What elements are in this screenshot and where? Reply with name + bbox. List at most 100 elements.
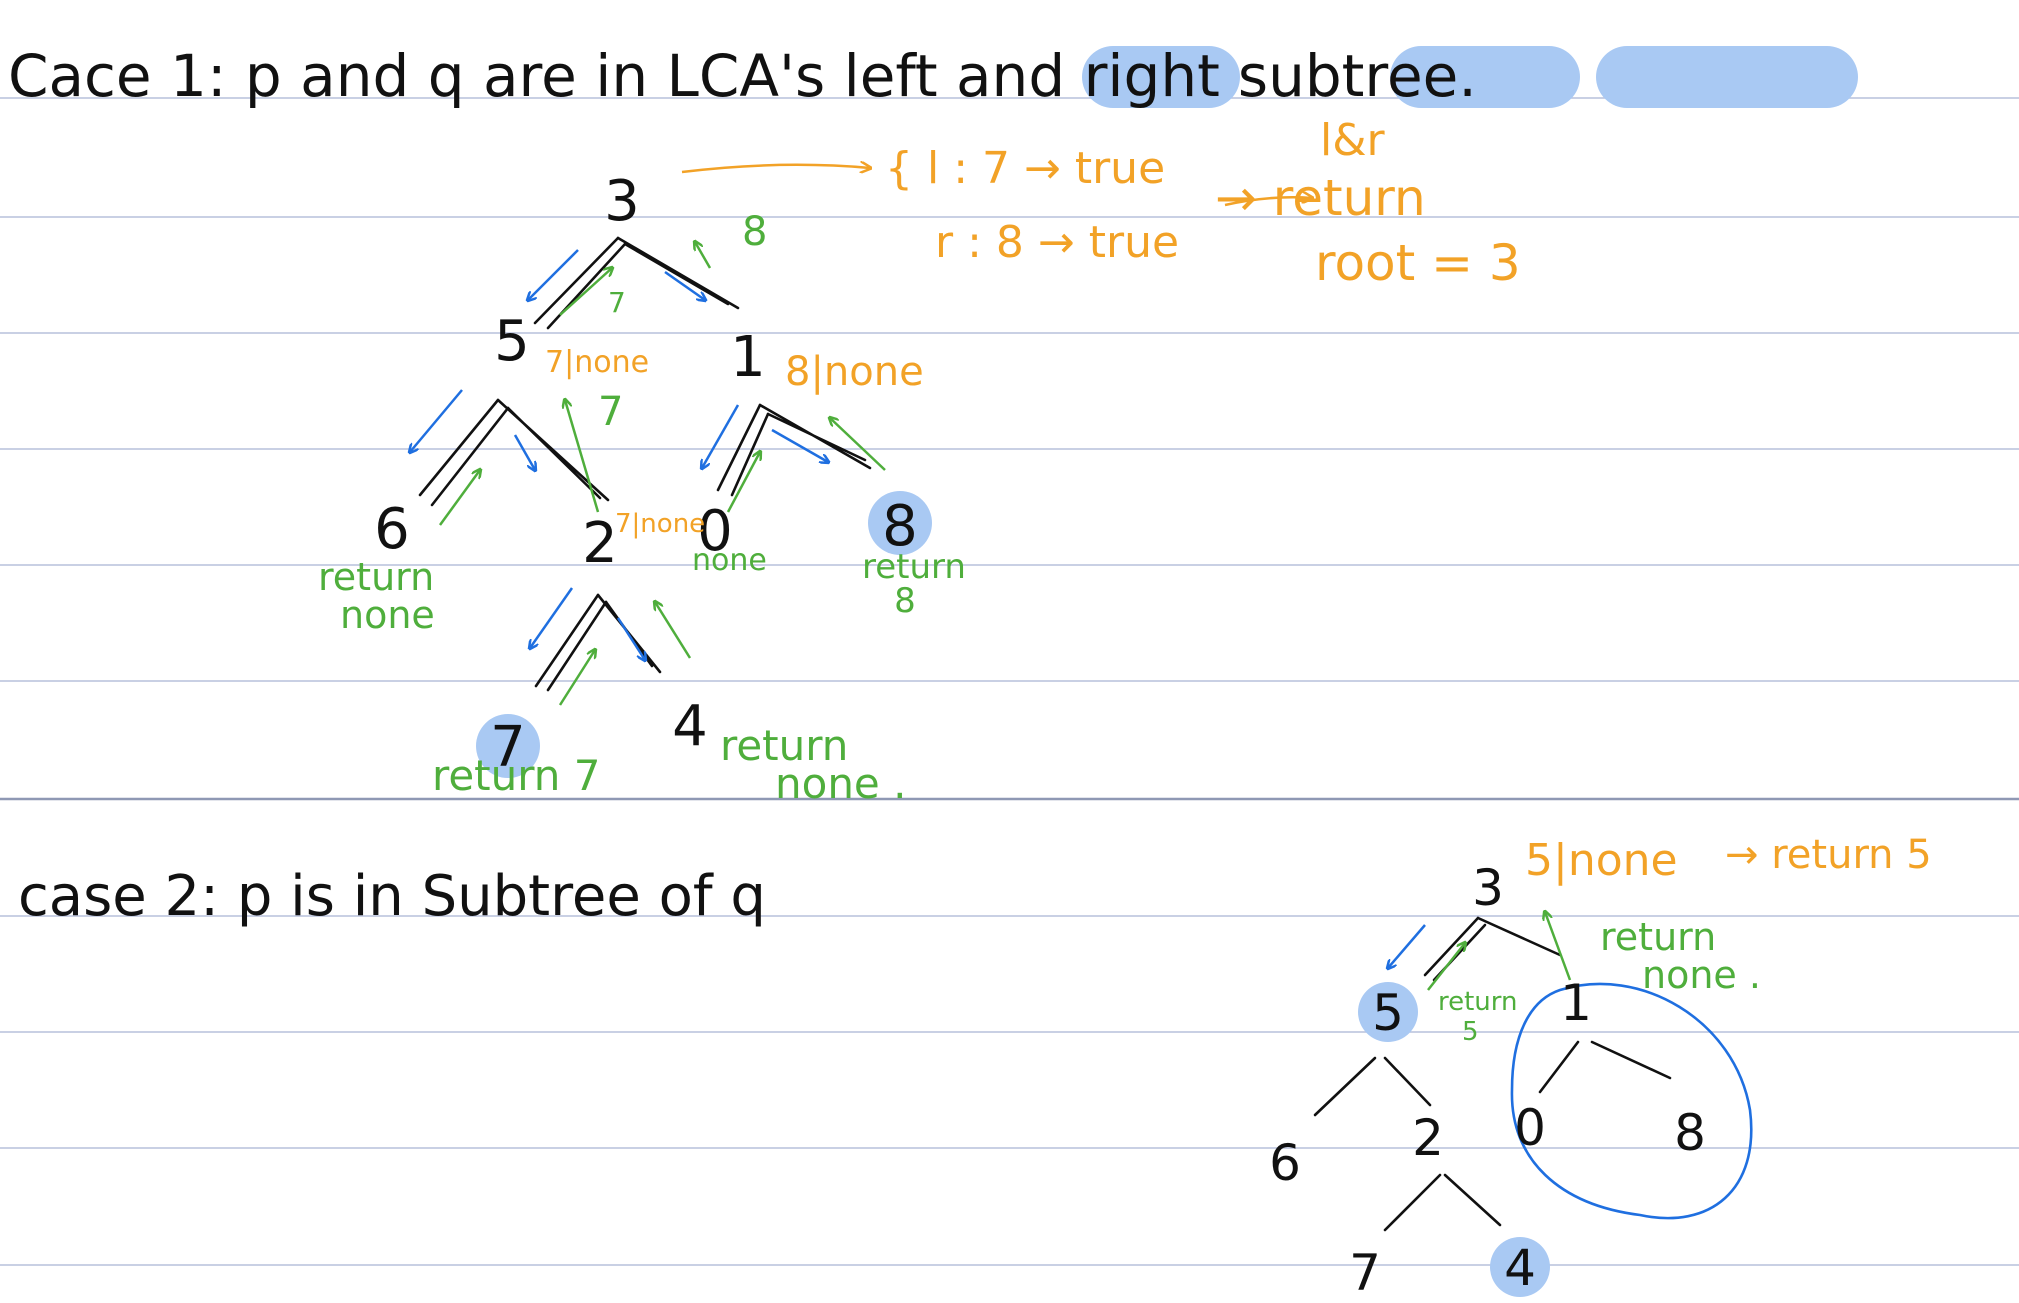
arrow-icon: [565, 400, 600, 513]
arrow-icon: [559, 268, 612, 316]
case2-subtree-circle: [1510, 982, 1753, 1220]
case1-edge-root-left: 7: [608, 286, 626, 319]
case1-heading-subtree: subtree: [1238, 42, 1458, 110]
case1-node-4: 4: [672, 694, 708, 759]
edge-3-1: [616, 236, 740, 310]
case1-node-6: 6: [374, 497, 410, 562]
case1-highlight-node-7: [476, 714, 540, 778]
edge-1-0: [716, 403, 770, 497]
case2-node-2: 2: [1412, 1109, 1444, 1167]
arrow-icon: [1427, 943, 1465, 991]
case1-highlight-node-8: [868, 491, 932, 555]
arrow-icon: [530, 587, 574, 648]
case2-right-return-line2: none .: [1642, 953, 1761, 997]
arrow-icon: [616, 617, 645, 660]
highlight-right: [1390, 46, 1580, 108]
case1-node-1: 1: [730, 325, 766, 390]
case1-n7-return: return 7: [432, 751, 601, 800]
case2-root-result: 5|none: [1525, 835, 1678, 886]
case1-node-0: 0: [697, 499, 733, 564]
case1-root-left: { l : 7 → true: [885, 143, 1165, 194]
edge-5-6: [418, 398, 510, 507]
case1-n0-return: none: [692, 543, 767, 578]
case2-right-return-line1: return: [1600, 915, 1716, 959]
arrow-icon: [1224, 197, 1312, 207]
arrow-icon: [681, 165, 870, 172]
case2-n5-return-line1: return: [1438, 987, 1518, 1017]
arrow-icon: [558, 650, 595, 706]
case1-returns: 7 8 7 return none none return 8 return 7…: [318, 209, 966, 808]
case1-node-5: 5: [494, 309, 530, 374]
case1-root-arrows: [681, 165, 1312, 207]
arrow-icon: [695, 242, 712, 269]
arrow-icon: [410, 389, 463, 452]
case1-heading-right: right: [1084, 42, 1220, 110]
edge-2-7: [1383, 1173, 1442, 1232]
case1-heading-end: .: [1458, 42, 1476, 110]
edge-1-8: [1590, 1040, 1672, 1080]
case1-heading-prefix: Cace 1: p and q are in LCA's: [8, 42, 844, 110]
case1-tree: 3 5 1 6 2 0 8 7 4: [374, 169, 918, 780]
arrow-icon: [726, 452, 760, 513]
case1-n8-return-line2: 8: [894, 581, 916, 621]
case1-edge-root-right: 8: [742, 209, 767, 255]
edge-2-4: [1443, 1173, 1502, 1227]
edge-5-2: [496, 398, 610, 502]
case2-tree-edges: [1313, 916, 1672, 1232]
arrow-icon: [771, 428, 828, 462]
highlight-left: [1082, 46, 1240, 108]
edge-5-6: [1313, 1056, 1377, 1117]
case1-n4-return-line1: return: [720, 721, 848, 770]
edge-2-7: [534, 593, 608, 692]
case2-tree: 3 5 1 6 2 0 8 7 4: [1269, 859, 1706, 1302]
case1-return: → return: [1215, 169, 1426, 227]
case1-n6-return-line2: none: [340, 593, 435, 637]
case1-down-arrows: [410, 249, 828, 660]
edge-3-5: [1423, 916, 1487, 982]
case1-edge-5-right: 7: [598, 389, 623, 435]
case1-root-right: r : 8 → true: [935, 217, 1179, 268]
case2-node-3: 3: [1472, 859, 1504, 917]
case2-node-6: 6: [1269, 1134, 1301, 1192]
case1-heading-left: left: [844, 42, 938, 110]
case2-node-8: 8: [1674, 1104, 1706, 1162]
case2-root-return: → return 5: [1725, 832, 1932, 878]
case2-heading: case 2: p is in Subtree of q: [18, 864, 766, 929]
case2-node-1: 1: [1560, 974, 1592, 1032]
case1-n5-result: 7|none: [545, 345, 649, 380]
case2-notes: 5|none → return 5 return none . return 5: [1438, 832, 1932, 1047]
arrow-icon: [655, 602, 692, 659]
arrow-icon: [438, 470, 480, 526]
case1-tree-edges: [418, 236, 872, 692]
case1-n6-return-line1: return: [318, 555, 434, 599]
svg-text:Cace 1: p and q are in LCA's: Cace 1: p and q are in LCA's left and ri…: [8, 42, 1477, 110]
arrow-icon: [702, 404, 740, 468]
case2-node-4: 4: [1504, 1239, 1536, 1297]
highlight-subtree: [1596, 46, 1858, 108]
edge-3-1: [1476, 916, 1562, 957]
case1-node-8: 8: [882, 494, 918, 559]
case1-n2-result: 7|none: [615, 509, 705, 539]
arrow-icon: [1545, 912, 1572, 981]
case2-highlight-node-5: [1358, 982, 1418, 1042]
case1-heading: Cace 1: p and q are in LCA's left and ri…: [8, 42, 1858, 110]
case1-results: 7|none 8|none 7|none { l : 7 → true r : …: [545, 115, 1521, 539]
edge-1-8: [758, 403, 872, 470]
case1-lr: l&r: [1320, 115, 1386, 166]
case1-node-7: 7: [490, 715, 526, 780]
case1-heading-and: and: [938, 42, 1084, 110]
edge-5-2: [1383, 1056, 1432, 1107]
case1-root-eq: root = 3: [1315, 234, 1521, 292]
case2-highlight-node-4: [1490, 1237, 1550, 1297]
case2-node-7: 7: [1349, 1244, 1381, 1302]
case2-node-0: 0: [1514, 1099, 1546, 1157]
arrow-icon: [664, 270, 705, 300]
case1-node-3: 3: [604, 169, 640, 234]
case1-n8-return-line1: return: [862, 547, 966, 587]
case1-n4-return-line2: none .: [775, 759, 906, 808]
case1-up-arrows: [438, 242, 886, 706]
case1-node-2: 2: [582, 511, 618, 576]
edge-1-0: [1538, 1040, 1580, 1094]
arrow-icon: [513, 434, 535, 470]
